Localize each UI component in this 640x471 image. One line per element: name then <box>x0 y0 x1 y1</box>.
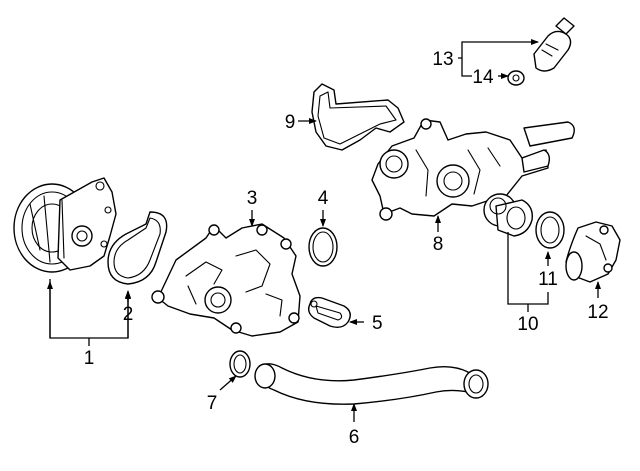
callout-11: 11 <box>538 269 558 290</box>
temperature-sensor-part <box>533 17 575 72</box>
callout-4: 4 <box>318 188 329 209</box>
callout-13: 13 <box>432 49 453 70</box>
thermostat-part <box>483 193 533 237</box>
leader-lines <box>47 39 601 422</box>
thermostat-seal-part <box>535 211 565 249</box>
callout-2: 2 <box>123 304 134 325</box>
callout-6: 6 <box>349 427 360 448</box>
callout-labels: 1 2 3 4 5 6 7 8 9 10 11 12 13 14 <box>84 49 609 448</box>
water-outlet-part <box>565 221 621 283</box>
pump-gasket-part <box>107 211 168 285</box>
thermostat-housing-part <box>371 118 575 221</box>
water-pump-part <box>13 177 117 273</box>
hose-o-ring-part <box>229 350 251 378</box>
callout-12: 12 <box>587 302 608 323</box>
callout-14: 14 <box>472 67 494 88</box>
sensor-washer-part <box>507 70 525 86</box>
callout-9: 9 <box>285 112 296 133</box>
coolant-hose-part <box>254 363 489 405</box>
callout-10: 10 <box>517 314 538 335</box>
pump-housing-part <box>151 223 301 337</box>
callout-3: 3 <box>247 188 258 209</box>
o-ring-part <box>308 227 338 267</box>
callout-8: 8 <box>433 234 444 255</box>
callout-7: 7 <box>207 393 218 414</box>
callout-5: 5 <box>372 313 383 334</box>
housing-gasket-part <box>311 83 405 151</box>
small-gasket-part <box>307 296 351 329</box>
callout-1: 1 <box>84 348 95 369</box>
